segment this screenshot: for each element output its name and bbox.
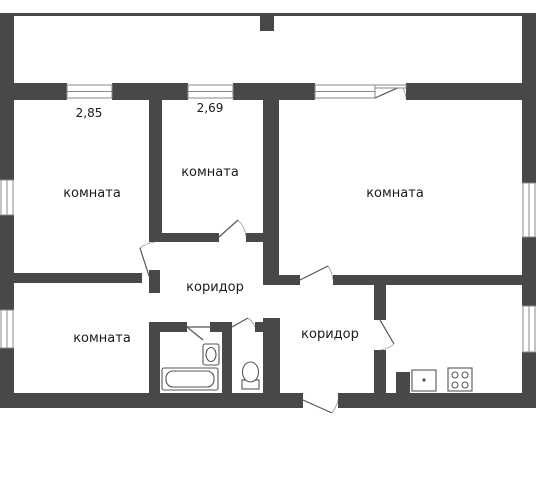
outer-right-wall	[522, 237, 536, 306]
window-top-middle	[187, 84, 234, 99]
bathroom-wall	[210, 322, 232, 332]
outer-top-wall	[233, 83, 315, 100]
balcony-door	[374, 84, 407, 99]
bathroom-wall	[222, 322, 232, 396]
ceiling-height-middle: 2,69	[197, 101, 224, 115]
room-label-top-right: комната	[366, 186, 424, 201]
window-top-right	[314, 84, 376, 99]
doors	[139, 84, 407, 414]
balcony-column	[260, 13, 274, 31]
outer-top-wall	[112, 83, 188, 100]
window-right-upper	[522, 182, 536, 238]
fixtures	[161, 343, 473, 392]
partition-wall	[374, 283, 386, 320]
outer-bottom-wall	[0, 393, 303, 408]
bathroom-wall	[149, 322, 187, 332]
toilet-wall	[263, 318, 280, 396]
outer-left-wall	[0, 83, 14, 180]
windows	[0, 84, 536, 353]
partition-wall	[333, 275, 536, 285]
room-label-top-left: комната	[63, 186, 121, 201]
kitchen-door	[379, 319, 395, 351]
sink-icon	[202, 343, 220, 366]
bathroom-door	[186, 326, 210, 341]
partition-wall	[374, 350, 386, 396]
outer-bottom-wall	[338, 393, 536, 408]
toilet-door	[231, 317, 256, 328]
window-top-left	[66, 84, 113, 99]
corridor-label-center: коридор	[186, 280, 244, 295]
labels: 2,85 2,69 комната комната комната комнат…	[63, 101, 424, 346]
partition-wall	[0, 273, 142, 283]
partition-wall	[149, 233, 219, 242]
outer-top-wall	[406, 83, 536, 100]
entrance-door	[302, 399, 339, 414]
room-label-bottom-left: комната	[73, 331, 131, 346]
balcony-left-wall	[0, 13, 14, 83]
corridor-label-right: коридор	[301, 327, 359, 342]
walls	[0, 13, 536, 408]
partition-wall	[263, 97, 279, 285]
partition-wall	[263, 275, 300, 285]
ceiling-height-left: 2,85	[76, 106, 103, 120]
right-room-door	[299, 265, 334, 281]
middle-room-door	[218, 219, 247, 238]
outer-right-wall	[522, 83, 536, 183]
bathroom-wall	[149, 322, 160, 396]
partition-wall	[246, 233, 279, 242]
toilet-icon	[241, 361, 260, 390]
kitchen-sink-icon	[411, 369, 437, 392]
room-label-top-middle: комната	[181, 165, 239, 180]
kitchen-stub	[396, 372, 410, 396]
balcony-right-wall	[522, 13, 536, 83]
outer-top-wall	[0, 83, 67, 100]
outer-left-wall	[0, 215, 14, 310]
bathtub-icon	[161, 367, 219, 391]
window-left-upper	[0, 179, 14, 216]
window-left-lower	[0, 309, 14, 349]
window-right-lower	[522, 305, 536, 353]
partition-wall	[149, 270, 160, 293]
stove-icon	[447, 367, 473, 392]
partition-wall	[149, 97, 162, 242]
left-room-door	[139, 241, 156, 277]
